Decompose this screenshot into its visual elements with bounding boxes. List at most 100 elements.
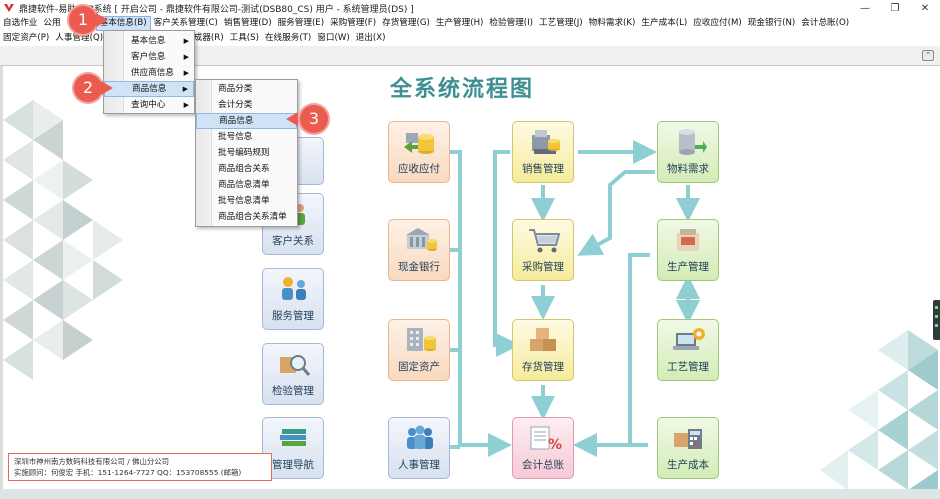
secondary-menu-bar: 固定资产(P) 人事管理(Q) 生成器(R) 工具(S) 在线服务(T) 窗口(… bbox=[0, 31, 940, 46]
dd-item-basic-info[interactable]: 基本信息 ▶ bbox=[104, 33, 194, 49]
module-gl[interactable]: % 会计总账 bbox=[512, 417, 574, 479]
module-ar-ap[interactable]: 应收应付 bbox=[388, 121, 450, 183]
dd-item-label: 客户信息 bbox=[131, 52, 166, 62]
menu-process[interactable]: 工艺管理(J) bbox=[539, 18, 583, 28]
callout-marker-2: 2 bbox=[74, 74, 102, 102]
module-service[interactable]: 服务管理 bbox=[262, 268, 324, 330]
module-mrp[interactable]: 物料需求 bbox=[657, 121, 719, 183]
menu-exit[interactable]: 退出(X) bbox=[355, 33, 386, 43]
boxes-icon bbox=[530, 328, 556, 351]
submenu-arrow-icon: ▶ bbox=[183, 53, 189, 61]
minimize-button[interactable]: — bbox=[860, 2, 870, 14]
menu-generator[interactable]: 生成器(R) bbox=[185, 33, 224, 43]
collapse-icon[interactable]: ⌃ bbox=[922, 50, 934, 61]
module-sales[interactable]: 销售管理 bbox=[512, 121, 574, 183]
menu-tools[interactable]: 工具(S) bbox=[229, 33, 259, 43]
module-fixed-assets[interactable]: 固定资产 bbox=[388, 319, 450, 381]
contact-info-box: 深圳市神州南方数码科技有限公司 / 佛山分公司 实施顾问：何俊宏 手机：151-… bbox=[8, 453, 272, 481]
dd-item-product-info-leaf[interactable]: 商品信息 bbox=[196, 113, 297, 129]
company-line: 深圳市神州南方数码科技有限公司 / 佛山分公司 bbox=[14, 457, 170, 466]
dd-item-query-center[interactable]: 查询中心▶ bbox=[104, 97, 194, 113]
menu-mrp[interactable]: 物料需求(K) bbox=[588, 18, 636, 28]
callout-marker-3: 3 bbox=[300, 105, 328, 133]
laptop-gear-icon bbox=[673, 328, 705, 350]
menu-cash-bank[interactable]: 现金银行(N) bbox=[747, 18, 796, 28]
menu-production[interactable]: 生产管理(H) bbox=[435, 18, 484, 28]
calculator-box-icon bbox=[674, 429, 702, 449]
module-inventory[interactable]: 存货管理 bbox=[512, 319, 574, 381]
decorative-triangles-right-icon bbox=[820, 330, 938, 490]
dd-item-supplier-info[interactable]: 供应商信息▶ bbox=[104, 65, 194, 81]
dd-item-label: 基本信息 bbox=[131, 36, 166, 46]
callout-arrow-icon bbox=[101, 81, 113, 95]
dd-item-product-combo-list[interactable]: 商品组合关系清单 bbox=[218, 212, 287, 222]
dd-item-product-list[interactable]: 商品信息清单 bbox=[218, 180, 270, 190]
module-label: 检验管理 bbox=[272, 385, 314, 397]
dd-item-accounting-category[interactable]: 会计分类 bbox=[218, 100, 253, 110]
module-hr[interactable]: 人事管理 bbox=[388, 417, 450, 479]
building-coins-icon bbox=[407, 328, 436, 351]
module-label: 客户关系 bbox=[272, 235, 314, 247]
menu-purchase[interactable]: 采购管理(F) bbox=[330, 18, 377, 28]
module-label: 工艺管理 bbox=[667, 361, 709, 373]
dd-item-batch-info[interactable]: 批号信息 bbox=[218, 132, 253, 142]
dd-item-batch-code-rule[interactable]: 批号编码规则 bbox=[218, 148, 270, 158]
dd-item-product-combo[interactable]: 商品组合关系 bbox=[218, 164, 270, 174]
window-title: 鼎捷软件-易助ERP系统 [ 开启公司 - 鼎捷软件有限公司-测试(DSB80_… bbox=[19, 4, 414, 15]
callout-marker-1: 1 bbox=[69, 6, 97, 34]
dd-item-customer-info[interactable]: 客户信息 ▶ bbox=[104, 49, 194, 65]
dd-item-batch-list[interactable]: 批号信息清单 bbox=[218, 196, 270, 206]
module-label: 物料需求 bbox=[667, 163, 709, 175]
close-button[interactable]: ✕ bbox=[920, 2, 930, 14]
module-inspection[interactable]: 检验管理 bbox=[262, 343, 324, 405]
menu-favorites[interactable]: 自选作业 bbox=[3, 18, 38, 28]
basic-info-dropdown: 基本信息▶ 客户信息▶ 供应商信息▶ 商品信息▶ 查询中心▶ bbox=[103, 30, 195, 114]
side-panel-tab[interactable] bbox=[933, 300, 940, 340]
menu-crm[interactable]: 客户关系管理(C) bbox=[153, 18, 218, 28]
callout-arrow-icon bbox=[96, 13, 108, 27]
product-info-submenu: 商品分类 会计分类 商品信息 批号信息 批号编码规则 商品组合关系 商品信息清单… bbox=[195, 79, 298, 227]
module-label: 应收应付 bbox=[398, 163, 440, 175]
submenu-arrow-icon: ▶ bbox=[183, 101, 189, 109]
dd-item-product-category[interactable]: 商品分类 bbox=[218, 84, 253, 94]
module-label: 人事管理 bbox=[398, 459, 440, 471]
bank-icon bbox=[406, 228, 437, 251]
dd-item-product-info[interactable]: 商品信息▶ bbox=[104, 81, 194, 97]
submenu-arrow-icon: ▶ bbox=[183, 69, 189, 77]
module-label: 生产成本 bbox=[667, 459, 709, 471]
module-process[interactable]: 工艺管理 bbox=[657, 319, 719, 381]
module-production[interactable]: 生产管理 bbox=[657, 219, 719, 281]
module-label: 会计总账 bbox=[522, 459, 564, 471]
menu-hr[interactable]: 人事管理(Q) bbox=[55, 33, 104, 43]
ledger-percent-icon: % bbox=[530, 426, 562, 453]
menu-online-service[interactable]: 在线服务(T) bbox=[264, 33, 312, 43]
title-bar: 鼎捷软件-易助ERP系统 [ 开启公司 - 鼎捷软件有限公司-测试(DSB80_… bbox=[0, 0, 940, 16]
magnifier-box-icon bbox=[280, 355, 311, 376]
module-cost[interactable]: 生产成本 bbox=[657, 417, 719, 479]
menu-ar-ap[interactable]: 应收应付(M) bbox=[693, 18, 742, 28]
module-label: 生产管理 bbox=[667, 261, 709, 273]
menu-sales[interactable]: 销售管理(D) bbox=[223, 18, 272, 28]
submenu-arrow-icon: ▶ bbox=[183, 37, 189, 45]
status-strip bbox=[0, 489, 940, 499]
module-label: 销售管理 bbox=[522, 163, 564, 175]
service-people-icon bbox=[282, 277, 306, 300]
menu-cost[interactable]: 生产成本(L) bbox=[641, 18, 688, 28]
menu-gl[interactable]: 会计总账(O) bbox=[801, 18, 850, 28]
menu-service[interactable]: 服务管理(E) bbox=[277, 18, 325, 28]
menu-inventory[interactable]: 存货管理(G) bbox=[382, 18, 430, 28]
module-label: 采购管理 bbox=[522, 261, 564, 273]
restore-button[interactable]: ❐ bbox=[890, 2, 900, 14]
menu-inspection[interactable]: 检验管理(I) bbox=[489, 18, 534, 28]
dd-item-label: 商品信息 bbox=[132, 84, 167, 94]
cash-register-icon bbox=[532, 130, 560, 154]
menu-fixed-assets[interactable]: 固定资产(P) bbox=[3, 33, 50, 43]
module-purchase[interactable]: 采购管理 bbox=[512, 219, 574, 281]
menu-common[interactable]: 公用 bbox=[43, 18, 61, 28]
module-label: 管理导航 bbox=[272, 459, 314, 471]
module-label: 服务管理 bbox=[272, 310, 314, 322]
module-cash-bank[interactable]: 现金银行 bbox=[388, 219, 450, 281]
menu-window[interactable]: 窗口(W) bbox=[317, 33, 350, 43]
module-nav[interactable]: 管理导航 bbox=[262, 417, 324, 479]
module-label: 现金银行 bbox=[398, 261, 440, 273]
